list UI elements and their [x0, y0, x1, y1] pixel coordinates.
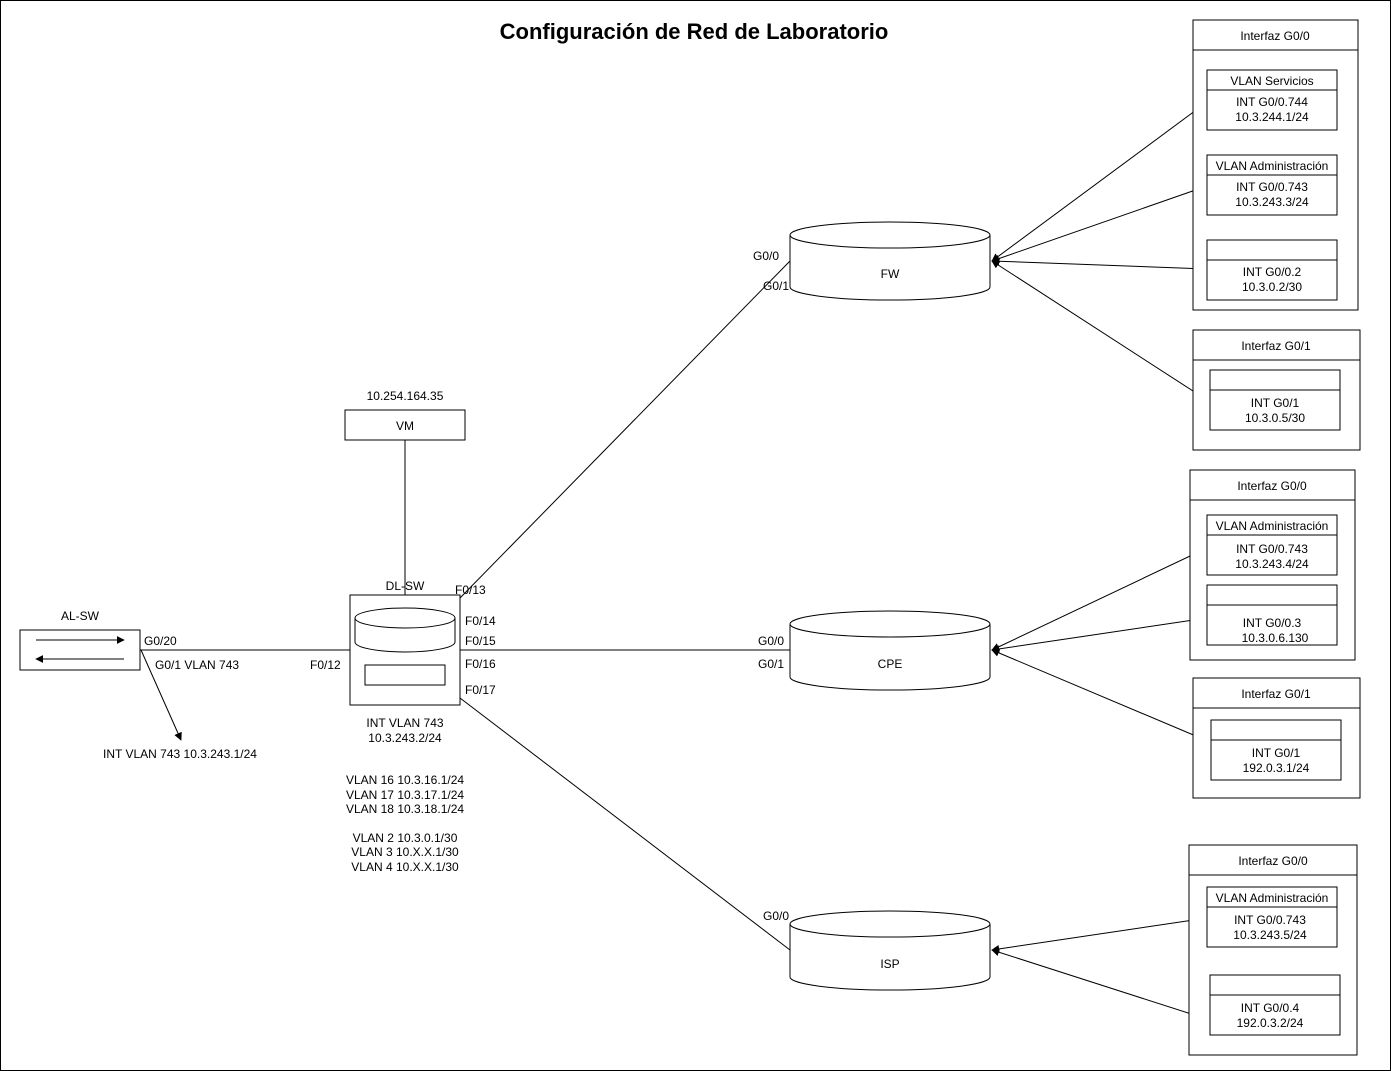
cpe-port-g0-1: G0/1: [758, 657, 784, 671]
arrow-fw-g0-0-2: [991, 257, 1208, 270]
diagram-title: Configuración de Red de Laboratorio: [500, 19, 889, 44]
vm-label: VM: [396, 419, 414, 433]
entry-line: 10.3.243.5/24: [1233, 928, 1307, 942]
entry-line: 10.3.0.6.130: [1242, 631, 1309, 645]
panel-fw-g0-1: Interfaz G0/1 INT G0/1 10.3.0.5/30: [1192, 329, 1361, 451]
arrow-cpe-g0-0-3: [991, 617, 1208, 653]
entry-line: INT G0/0.743: [1236, 180, 1308, 194]
dl-sw-port-f0-14: F0/14: [465, 614, 496, 628]
entry-line: INT G0/0.4: [1241, 1001, 1300, 1015]
arrow-isp-g0-0-743: [991, 917, 1208, 953]
entry-header: VLAN Servicios: [1230, 74, 1313, 88]
dl-sw-port-f0-12: F0/12: [310, 658, 341, 672]
dl-sw-vlan-2: VLAN 2 10.3.0.1/30: [353, 831, 458, 845]
al-sw-label: AL-SW: [61, 609, 100, 623]
al-sw-device[interactable]: [19, 629, 141, 671]
dl-sw-int-vlan-line2: 10.3.243.2/24: [368, 731, 442, 745]
panel-fw-g0-0-title: Interfaz G0/0: [1240, 29, 1310, 43]
entry-line: 10.3.243.4/24: [1235, 557, 1309, 571]
entry-line: INT G0/0.2: [1243, 265, 1302, 279]
entry-fw-g0-1[interactable]: [1209, 369, 1341, 431]
entry-header: VLAN Administración: [1216, 159, 1329, 173]
dl-sw-device[interactable]: [349, 594, 461, 706]
entry-line: 10.3.244.1/24: [1235, 110, 1309, 124]
fw-label: FW: [881, 267, 900, 281]
entry-line: INT G0/0.3: [1243, 616, 1302, 630]
al-sw-port-g0-1: G0/1 VLAN 743: [155, 658, 239, 672]
link-dlsw-isp: [459, 697, 791, 951]
panel-isp-g0-0-title: Interfaz G0/0: [1238, 854, 1308, 868]
dl-sw-label: DL-SW: [386, 579, 425, 593]
entry-line: 10.3.0.2/30: [1242, 280, 1302, 294]
entry-cpe-g0-1[interactable]: [1210, 719, 1342, 781]
arrow-alsw-int-vlan: [140, 649, 182, 741]
panel-isp-g0-0: Interfaz G0/0 VLAN Administración INT G0…: [1188, 844, 1358, 1056]
entry-line: INT G0/1: [1251, 396, 1300, 410]
entry-line: 10.3.243.3/24: [1235, 195, 1309, 209]
entry-cpe-g0-0-3[interactable]: [1206, 584, 1338, 646]
dl-sw-port-f0-16: F0/16: [465, 657, 496, 671]
dl-sw-vlan-17: VLAN 17 10.3.17.1/24: [346, 788, 464, 802]
fw-port-g0-0: G0/0: [753, 249, 779, 263]
panel-fw-g0-0: Interfaz G0/0 VLAN Servicios INT G0/0.74…: [1192, 19, 1359, 311]
cpe-device[interactable]: [789, 610, 991, 691]
dl-sw-port-f0-15: F0/15: [465, 634, 496, 648]
entry-header: VLAN Administración: [1216, 891, 1329, 905]
arrow-fw-g0-0-744: [991, 101, 1208, 262]
dl-sw-vlan-4: VLAN 4 10.X.X.1/30: [351, 860, 459, 874]
isp-label: ISP: [880, 957, 899, 971]
entry-cpe-vlan-administracion[interactable]: [1206, 514, 1338, 576]
entry-isp-g0-0-4[interactable]: [1209, 974, 1341, 1036]
panel-cpe-g0-0-title: Interfaz G0/0: [1237, 479, 1307, 493]
entry-line: INT G0/0.743: [1234, 913, 1306, 927]
entry-line: 192.0.3.1/24: [1243, 761, 1310, 775]
entry-fw-vlan-administracion[interactable]: [1206, 154, 1338, 216]
dl-sw-vlan-3: VLAN 3 10.X.X.1/30: [351, 845, 459, 859]
dl-sw-int-vlan-line1: INT VLAN 743: [366, 716, 443, 730]
link-dlsw-fw: [459, 260, 791, 599]
vm-box[interactable]: [344, 409, 466, 441]
arrow-cpe-g0-0-743: [991, 547, 1208, 651]
isp-device[interactable]: [789, 910, 991, 991]
dl-sw-vlan-16: VLAN 16 10.3.16.1/24: [346, 773, 464, 787]
panel-cpe-g0-1: Interfaz G0/1 INT G0/1 192.0.3.1/24: [1192, 677, 1361, 799]
entry-isp-vlan-administracion[interactable]: [1206, 886, 1338, 948]
panel-fw-g0-1-title: Interfaz G0/1: [1241, 339, 1311, 353]
entry-fw-g0-0-2[interactable]: [1206, 239, 1338, 301]
entry-line: 10.3.0.5/30: [1245, 411, 1305, 425]
panel-cpe-g0-0: Interfaz G0/0 VLAN Administración INT G0…: [1189, 469, 1356, 661]
al-sw-port-g0-20: G0/20: [144, 634, 177, 648]
fw-port-g0-1: G0/1: [763, 279, 789, 293]
entry-line: INT G0/0.744: [1236, 95, 1308, 109]
arrow-isp-g0-0-4: [991, 948, 1211, 1021]
entry-line: INT G0/1: [1252, 746, 1301, 760]
fw-device[interactable]: [789, 221, 991, 301]
arrow-fw-g0-0-743: [991, 185, 1208, 263]
cpe-port-g0-0: G0/0: [758, 634, 784, 648]
arrow-fw-g0-1: [991, 260, 1211, 403]
vm-ip: 10.254.164.35: [367, 389, 444, 403]
entry-line: INT G0/0.743: [1236, 542, 1308, 556]
dl-sw-port-f0-17: F0/17: [465, 683, 496, 697]
al-sw-int-vlan: INT VLAN 743 10.3.243.1/24: [103, 747, 257, 761]
panel-cpe-g0-1-title: Interfaz G0/1: [1241, 687, 1311, 701]
entry-header: VLAN Administración: [1216, 519, 1329, 533]
entry-line: 192.0.3.2/24: [1237, 1016, 1304, 1030]
entry-fw-vlan-servicios[interactable]: [1206, 69, 1338, 131]
dl-sw-vlan-18: VLAN 18 10.3.18.1/24: [346, 802, 464, 816]
dl-sw-port-f0-13: F0/13: [455, 583, 486, 597]
isp-port-g0-0: G0/0: [763, 909, 789, 923]
arrow-cpe-g0-1: [991, 649, 1211, 743]
cpe-label: CPE: [878, 657, 903, 671]
